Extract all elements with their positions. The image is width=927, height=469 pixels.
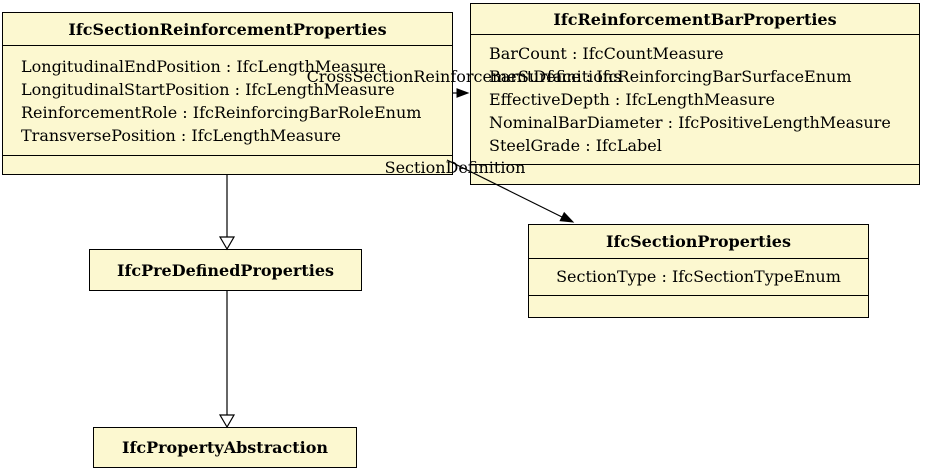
empty-compartment [3,156,452,174]
inheritance-arrow-to-abstraction [218,291,236,429]
class-box-ifc-section-properties[interactable]: IfcSectionProperties SectionType : IfcSe… [528,224,869,318]
attribute-row: SteelGrade : IfcLabel [489,136,662,155]
attribute-row: EffectiveDepth : IfcLengthMeasure [489,90,775,109]
attributes-compartment: LongitudinalEndPosition : IfcLengthMeasu… [3,46,452,156]
association-arrow-cross-section [453,88,470,98]
inheritance-arrow-to-predefined [218,175,236,251]
empty-compartment [471,165,919,184]
attributes-compartment: BarCount : IfcCountMeasure BarSurface : … [471,35,919,165]
attributes-compartment: SectionType : IfcSectionTypeEnum [529,259,868,296]
class-box-ifc-reinforcement-bar-properties[interactable]: IfcReinforcementBarProperties BarCount :… [470,3,920,185]
attribute-row: LongitudinalEndPosition : IfcLengthMeasu… [21,57,386,76]
attribute-row: BarCount : IfcCountMeasure [489,44,724,63]
class-box-ifc-property-abstraction[interactable]: IfcPropertyAbstraction [93,427,357,468]
class-title: IfcPreDefinedProperties [116,260,335,280]
attribute-row: SectionType : IfcSectionTypeEnum [556,267,841,286]
attribute-row: TransversePosition : IfcLengthMeasure [21,126,341,145]
empty-compartment [529,296,868,317]
class-title: IfcSectionReinforcementProperties [3,13,452,46]
attribute-row: BarSurface : IfcReinforcingBarSurfaceEnu… [489,67,852,86]
class-title: IfcReinforcementBarProperties [471,4,919,35]
class-box-ifc-section-reinforcement-properties[interactable]: IfcSectionReinforcementProperties Longit… [2,12,453,175]
class-box-ifc-predefined-properties[interactable]: IfcPreDefinedProperties [89,249,362,291]
attribute-row: NominalBarDiameter : IfcPositiveLengthMe… [489,113,891,132]
attribute-row: LongitudinalStartPosition : IfcLengthMea… [21,80,395,99]
class-title: IfcPropertyAbstraction [121,438,329,457]
class-title: IfcSectionProperties [529,225,868,259]
attribute-row: ReinforcementRole : IfcReinforcingBarRol… [21,103,422,122]
